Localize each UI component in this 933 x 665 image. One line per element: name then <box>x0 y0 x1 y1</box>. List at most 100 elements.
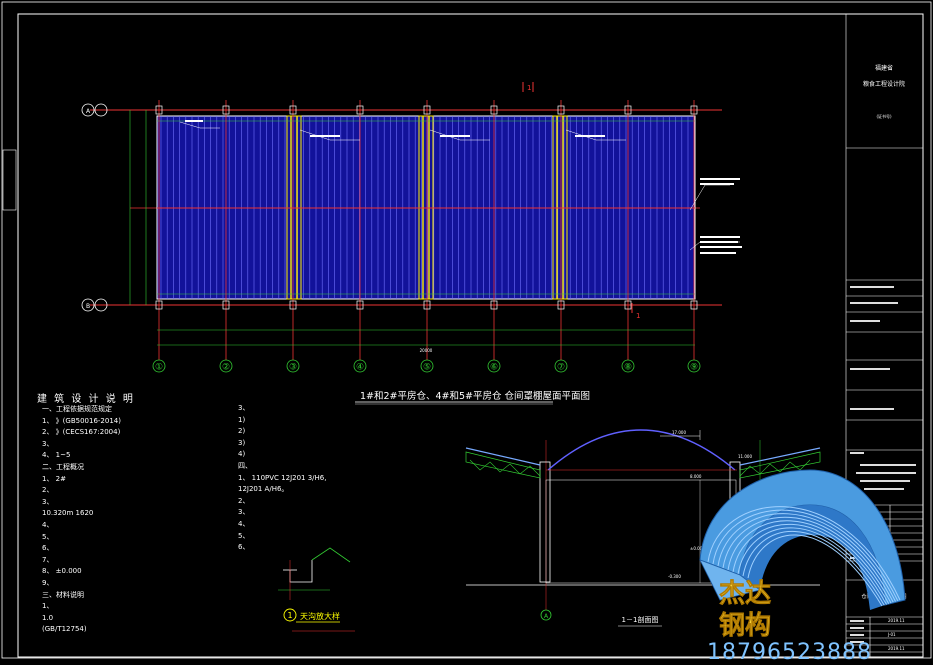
watermark-brand-line-1: 杰达 <box>719 579 771 609</box>
note-line: 3) <box>238 438 246 447</box>
sheet-number: J-01 <box>887 632 896 637</box>
detail-number: 1 <box>287 611 292 620</box>
note-line: 1.0 <box>42 613 54 622</box>
cert-note: (证书号) <box>876 113 892 119</box>
note-line: 5、 <box>238 531 250 540</box>
section-caption: 1－1剖面图 <box>622 615 659 624</box>
axis-number: ③ <box>289 363 297 373</box>
note-line: 一、工程依据规范规定 <box>42 405 112 413</box>
note-line: 9、 <box>42 578 54 587</box>
column-marker <box>289 105 297 115</box>
column-marker <box>155 300 163 310</box>
axis-number: ① <box>155 363 163 373</box>
row-label-b: B <box>86 303 90 310</box>
note-line: 10.320m 1620 <box>42 509 94 518</box>
note-line: 2、 》(CECS167:2004) <box>42 428 121 437</box>
note-line: 6、 <box>238 543 250 552</box>
section-mark-bottom: 1 <box>636 312 640 320</box>
column-marker <box>690 105 698 115</box>
binding-strip <box>2 149 17 211</box>
note-line: 2、 <box>238 496 250 505</box>
column-marker <box>690 300 698 310</box>
note-line: 1) <box>238 415 246 424</box>
axis-number: ⑥ <box>490 363 498 373</box>
row-label-a: A <box>86 108 91 115</box>
watermark-phone: 18796523888 <box>707 640 872 665</box>
axis-circle <box>487 359 501 373</box>
axis-circle <box>621 359 635 373</box>
column-marker <box>624 105 632 115</box>
note-line: 1、 <box>42 602 54 611</box>
note-line: 3、 <box>238 404 250 412</box>
column-marker <box>624 300 632 310</box>
notes-left: 一、工程依据规范规定 1、 》(GB50016-2014) 2、 》(CECS167… <box>42 404 121 636</box>
note-line: 1、 》(GB50016-2014) <box>42 416 121 425</box>
axis-circle <box>219 359 233 373</box>
company-line-2: 粮食工程设计院 <box>863 80 905 88</box>
arch-rib <box>742 530 885 606</box>
note-line: 四、 <box>238 461 252 470</box>
section-dim-4: -0.300 <box>668 574 681 579</box>
axis-number: ⑧ <box>624 363 632 373</box>
column-marker <box>490 105 498 115</box>
axis-circle <box>152 359 166 373</box>
note-line: 3、 <box>42 497 54 506</box>
column-marker <box>557 105 565 115</box>
sheet-version: 2019.11 <box>888 646 905 651</box>
section-mark-top: 1 <box>527 84 531 92</box>
column-marker <box>222 105 230 115</box>
notes-middle: 3、1)2)3)4)四、1、 110PVC 12J201 3/H6, 12J20… <box>238 403 326 554</box>
section-dim-1: 11.000 <box>738 454 752 459</box>
axis-number: ⑨ <box>690 363 698 373</box>
note-line: 三、材料说明 <box>42 590 84 599</box>
axis-number: ⑤ <box>423 363 431 373</box>
note-line: 4、 <box>238 519 250 528</box>
axis-circle <box>420 359 434 373</box>
callout-text-blocks <box>185 120 742 254</box>
arch-rib <box>747 534 883 607</box>
note-line: 4、 1~5 <box>42 451 71 460</box>
column-marker <box>423 300 431 310</box>
axis-number: ② <box>222 363 230 373</box>
note-line: 2) <box>238 427 246 436</box>
note-line: 12J201 A/H6。 <box>238 485 289 494</box>
note-line: 8、 ±0.000 <box>42 567 82 576</box>
note-line: 二、工程概况 <box>42 462 84 471</box>
arch-rib <box>717 513 896 602</box>
section-dim-2: 8.000 <box>690 474 702 479</box>
note-line: 6、 <box>42 544 54 553</box>
arch-rib <box>712 509 899 601</box>
detail-number-circle <box>283 608 297 622</box>
note-line: 5、 <box>42 532 54 541</box>
section-dim-0: 17.000 <box>672 430 686 435</box>
title-block-text-lines <box>850 286 916 643</box>
dimension-lines <box>129 110 695 346</box>
section-1-1: A 17.000 11.000 8.000 ±0.000 -0.300 1－1剖… <box>465 429 821 627</box>
notes-left-heading: 建 筑 设 计 说 明 <box>37 394 135 405</box>
section-row-label: A <box>544 613 549 620</box>
sheet-inner-border <box>17 13 924 658</box>
note-line: 1、 110PVC 12J201 3/H6, <box>238 473 327 482</box>
axis-number: ④ <box>356 363 364 373</box>
axis-circle <box>353 359 367 373</box>
axis-circle <box>687 359 701 373</box>
note-line: 7、 <box>42 555 54 564</box>
sheet-date: 2019.11 <box>888 618 905 623</box>
note-line: 4、 <box>42 520 54 529</box>
note-line: (GB/T12754) <box>42 625 87 634</box>
dim-total: 20000 <box>420 348 433 353</box>
column-marker <box>356 300 364 310</box>
arch-rib <box>727 520 892 604</box>
detail-caption: 天沟放大样 <box>300 611 340 621</box>
watermark-arch-roof-icon <box>699 469 906 610</box>
gutter-detail <box>278 547 351 600</box>
column-marker <box>155 105 163 115</box>
arch-rib <box>722 516 894 603</box>
column-marker <box>289 300 297 310</box>
plan-title: 1#和2#平房仓、4#和5#平房仓 仓间罩棚屋面平面图 <box>360 391 591 402</box>
arch-rib <box>707 506 901 601</box>
column-marker <box>222 300 230 310</box>
